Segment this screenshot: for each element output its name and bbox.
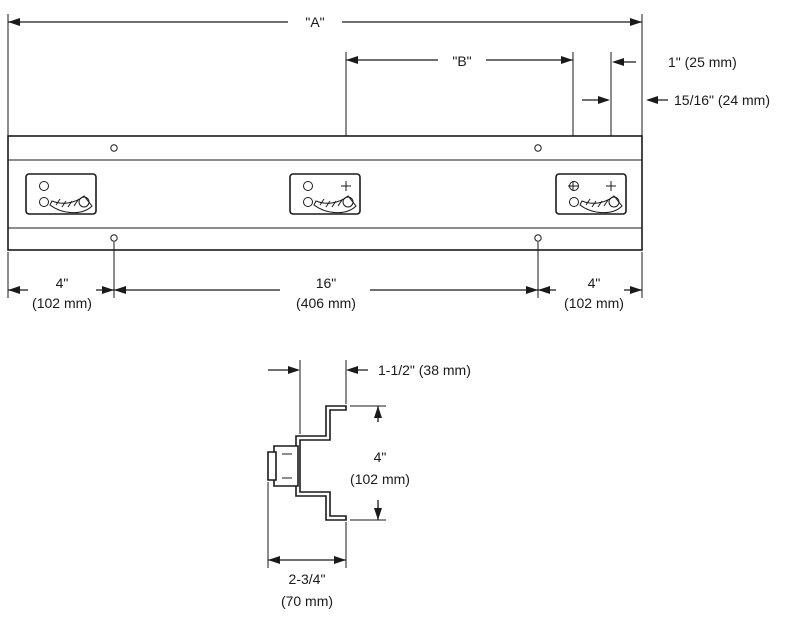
hole-spacing-mm: (406 mm) <box>296 295 356 311</box>
left-offset-mm: (102 mm) <box>32 295 92 311</box>
dimension-a: "A" <box>7 14 643 136</box>
dimension-a-label: "A" <box>305 14 324 30</box>
projection-in: 2-3/4" <box>289 571 326 587</box>
dimension-b: "B" <box>345 52 612 180</box>
dimension-b-label: "B" <box>452 53 471 69</box>
hook-left <box>25 173 97 215</box>
mounting-hole <box>534 234 542 242</box>
profile-depth-label: 1-1/2" (38 mm) <box>378 362 471 378</box>
dimension-end-offset-upper: 1" (25 mm) <box>612 54 737 70</box>
right-offset-mm: (102 mm) <box>564 295 624 311</box>
dimension-bottom: 4" (102 mm) 16" (406 mm) 4" (102 mm) <box>7 242 643 311</box>
mounting-hole <box>534 144 542 152</box>
profile-height-mm: (102 mm) <box>350 471 410 487</box>
hook-center <box>289 173 361 215</box>
end-offset-upper-label: 1" (25 mm) <box>668 54 737 70</box>
side-profile: 1-1/2" (38 mm) 4" (102 mm) 2-3/4" (70 mm… <box>267 360 471 609</box>
hole-spacing-in: 16" <box>316 275 337 291</box>
dimension-end-offset-lower: 15/16" (24 mm) <box>582 92 770 108</box>
right-offset-in: 4" <box>588 275 601 291</box>
hook-right <box>555 173 627 215</box>
mounting-hole <box>110 234 118 242</box>
mounting-hole <box>110 144 118 152</box>
left-offset-in: 4" <box>56 275 69 291</box>
end-offset-lower-label: 15/16" (24 mm) <box>674 92 770 108</box>
hook-rail <box>7 135 643 251</box>
profile-height-in: 4" <box>374 449 387 465</box>
projection-mm: (70 mm) <box>281 593 333 609</box>
